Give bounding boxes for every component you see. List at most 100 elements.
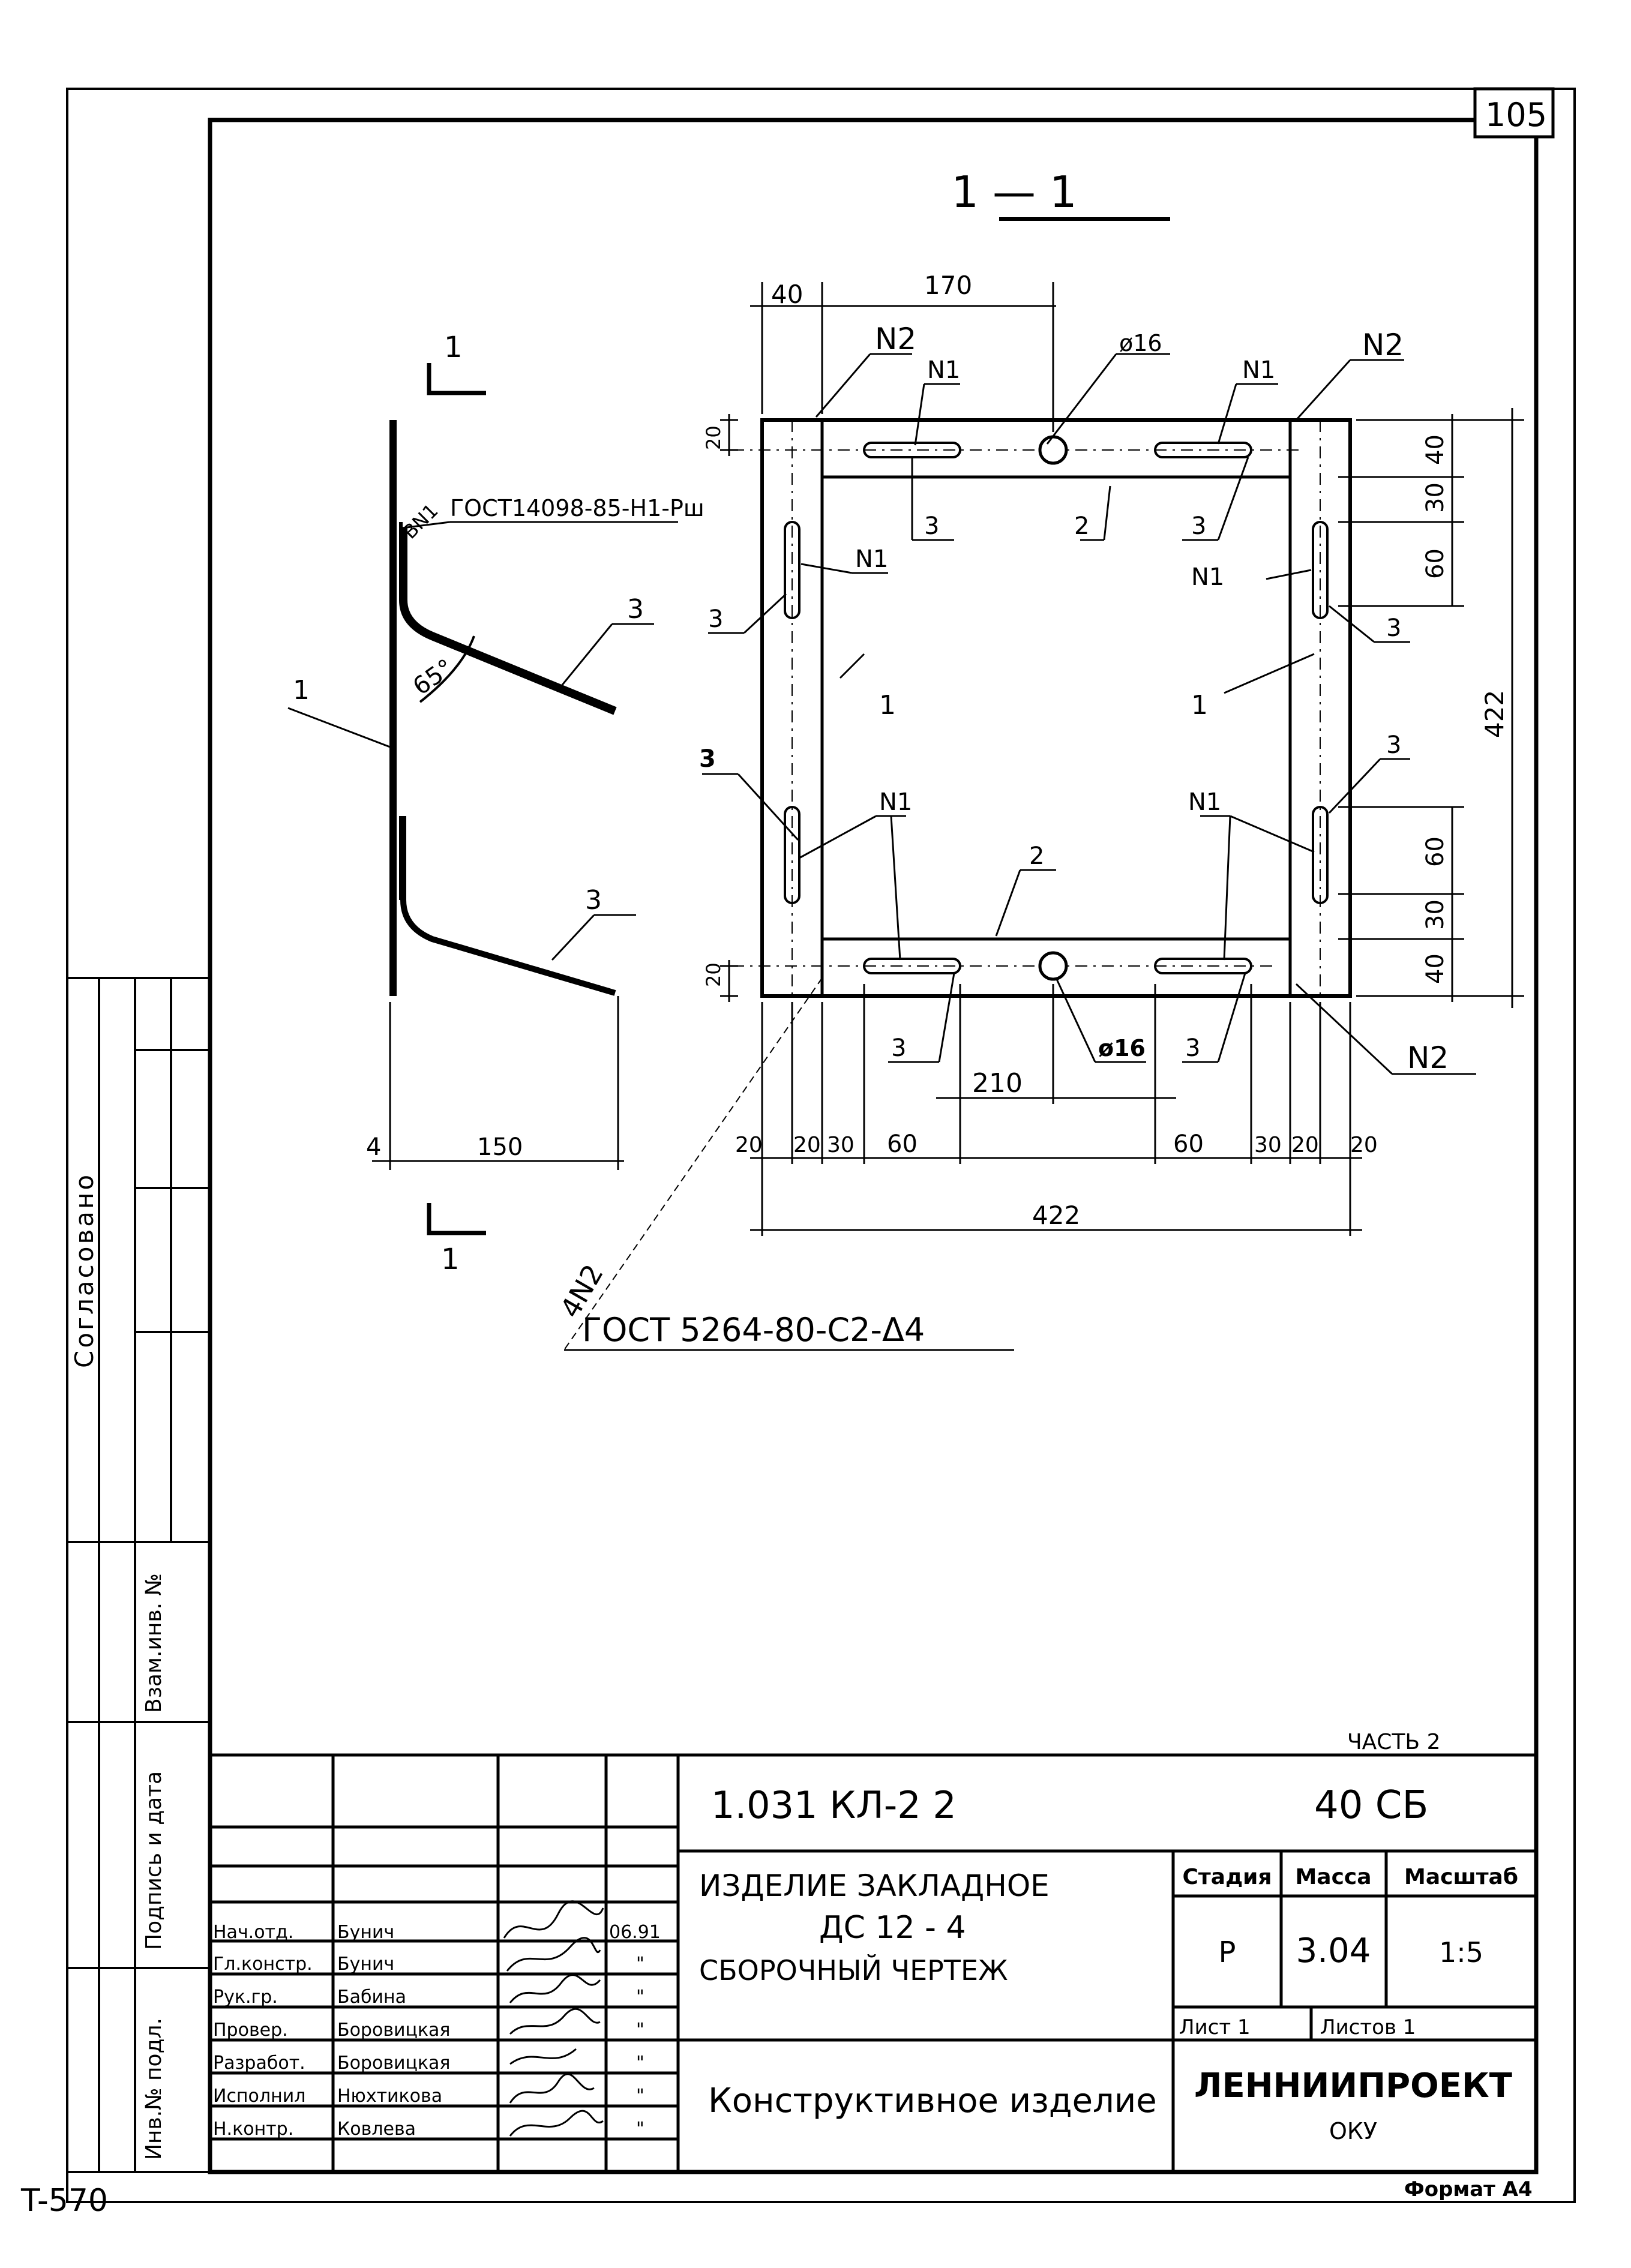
staff-date: 06.91 — [609, 1922, 661, 1943]
staff-date: " — [636, 2053, 644, 2074]
staff-table: Нач.отд. Бунич 06.91 Гл.констр. Бунич " … — [213, 1922, 661, 2140]
side-columns — [67, 977, 210, 2173]
label-n2-br: N2 — [1407, 1040, 1449, 1075]
staff-role: Провер. — [213, 2020, 288, 2041]
dim-left-20-bottom: 20 — [702, 962, 725, 987]
dim-210: 210 — [972, 1068, 1023, 1099]
staff-date: " — [636, 2086, 644, 2107]
staff-role: Н.контр. — [213, 2119, 293, 2140]
section-title: 1 — 1 — [951, 167, 1077, 217]
staff-role: Исполнил — [213, 2086, 305, 2107]
label-n2-tr: N2 — [1362, 328, 1404, 362]
dim-bottom-20b: 20 — [793, 1133, 821, 1157]
section-mark-bottom: 1 — [441, 1243, 460, 1276]
staff-name: Бабина — [337, 1987, 406, 2008]
scale-header: Масштаб — [1404, 1865, 1518, 1889]
dim-bottom-20a: 20 — [735, 1133, 763, 1157]
side-stamp: T-570 — [20, 2183, 108, 2219]
label-2-b: 2 — [1029, 842, 1044, 870]
dim-right-40-bottom: 40 — [1422, 953, 1449, 984]
dim-top-170: 170 — [924, 271, 972, 300]
label-1-r: 1 — [1191, 690, 1208, 721]
label-3-l1: 3 — [708, 605, 723, 633]
label-3-b2: 3 — [1185, 1034, 1200, 1062]
signatures — [503, 1900, 604, 2137]
mass-header: Масса — [1295, 1865, 1371, 1889]
label-1-l: 1 — [879, 690, 896, 721]
dim-overall-right: 422 — [1480, 690, 1509, 738]
staff-role: Рук.гр. — [213, 1987, 278, 2008]
sheets-label: Листов 1 — [1320, 2015, 1416, 2039]
hole-label-top: ø16 — [1119, 330, 1162, 356]
dim-bottom-60b: 60 — [1173, 1130, 1204, 1158]
hole-label-bottom: ø16 — [1098, 1035, 1146, 1061]
title-line-3: СБОРОЧНЫЙ ЧЕРТЕЖ — [699, 1954, 1008, 1987]
staff-role: Разработ. — [213, 2053, 305, 2074]
staff-role: Нач.отд. — [213, 1922, 293, 1943]
staff-date: " — [636, 1987, 644, 2008]
replace-inv-label: Взам.инв. № — [142, 1573, 166, 1713]
dim-bottom-60a: 60 — [887, 1130, 918, 1158]
staff-date: " — [636, 2020, 644, 2041]
title-block — [210, 1753, 1536, 2172]
sign-date-label: Подпись и дата — [142, 1771, 166, 1950]
dim-right-30-bottom: 30 — [1422, 899, 1449, 930]
label-n1-b2: N1 — [1188, 788, 1221, 816]
label-3-l2: 3 — [699, 745, 716, 773]
doc-code: 1.031 КЛ-2 2 — [711, 1783, 957, 1827]
weld-note: ГОСТ14098-85-Н1-Рш — [450, 495, 704, 521]
staff-name: Боровицкая — [337, 2020, 450, 2041]
dim-bottom-20d: 20 — [1350, 1133, 1378, 1157]
label-3-t2: 3 — [1191, 512, 1206, 540]
part-label-3-side-bottom: 3 — [585, 885, 602, 916]
dim-150: 150 — [477, 1133, 523, 1161]
staff-name: Ковлева — [337, 2119, 416, 2140]
sheet-label: Лист 1 — [1179, 2015, 1251, 2039]
staff-name: Бунич — [337, 1954, 394, 1975]
page-number: 105 — [1485, 96, 1547, 134]
scale-value: 1:5 — [1439, 1936, 1483, 1969]
label-2-t: 2 — [1074, 512, 1089, 540]
staff-role: Гл.констр. — [213, 1954, 313, 1975]
sheet-frame — [66, 87, 1576, 2203]
plan-view — [563, 282, 1524, 1351]
section-mark-top: 1 — [444, 331, 463, 364]
dim-bottom-30a: 30 — [827, 1133, 855, 1157]
dim-right-60-top: 60 — [1422, 548, 1449, 579]
label-3-b1: 3 — [891, 1034, 906, 1062]
label-3-t1: 3 — [924, 512, 939, 540]
dim-bottom-20c: 20 — [1291, 1133, 1319, 1157]
weld-gost: ГОСТ 5264-80-С2-Δ4 — [582, 1311, 925, 1349]
product-name: Конструктивное изделие — [708, 2081, 1157, 2120]
dim-right-60-bottom: 60 — [1422, 836, 1449, 867]
dim-right-30-top: 30 — [1422, 482, 1449, 513]
side-view — [287, 363, 678, 1235]
label-n2-tl: N2 — [875, 322, 916, 356]
part-label-1-side: 1 — [293, 675, 310, 706]
mass-value: 3.04 — [1296, 1931, 1371, 1970]
inv-orig-label: Инв.№ подл. — [142, 2018, 166, 2160]
label-3-r2: 3 — [1386, 731, 1401, 759]
stage-value: Р — [1219, 1936, 1236, 1969]
label-n1-t2: N1 — [1242, 356, 1275, 384]
dim-top-40: 40 — [771, 280, 803, 309]
dim-overall-bottom: 422 — [1032, 1201, 1080, 1230]
format-label: Формат А4 — [1404, 2177, 1533, 2201]
part-label: ЧАСТЬ 2 — [1347, 1730, 1440, 1754]
title-line-1: ИЗДЕЛИЕ ЗАКЛАДНОЕ — [699, 1868, 1050, 1903]
staff-name: Нюхтикова — [337, 2086, 442, 2107]
label-n1-l1: N1 — [855, 545, 888, 573]
dept-name: ОКУ — [1329, 2118, 1377, 2144]
label-n1-r1: N1 — [1191, 563, 1224, 591]
dim-left-20-top: 20 — [702, 425, 725, 450]
staff-name: Бунич — [337, 1922, 394, 1943]
sheet-code: 40 СБ — [1314, 1783, 1428, 1828]
dim-right-40-top: 40 — [1422, 434, 1449, 465]
staff-date: " — [636, 2119, 644, 2140]
title-line-2: ДС 12 - 4 — [819, 1910, 966, 1946]
staff-name: Боровицкая — [337, 2053, 450, 2074]
dim-bottom-30b: 30 — [1254, 1133, 1282, 1157]
part-label-3-side-top: 3 — [627, 594, 644, 625]
label-n1-b1: N1 — [879, 788, 912, 816]
